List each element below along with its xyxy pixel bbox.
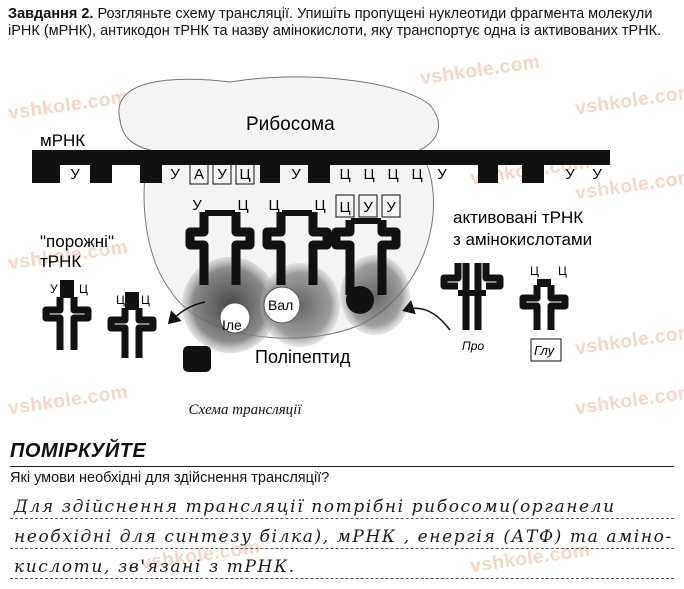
answer-box xyxy=(358,194,378,218)
anticodon-nucleotide: Ц xyxy=(314,197,325,214)
answer-line xyxy=(10,518,674,519)
ribosome-shade xyxy=(340,255,410,335)
active-trna-label: активовані тРНК xyxy=(453,208,583,227)
anticodon-nucleotide: Ц xyxy=(339,199,350,216)
empty-trna-label: "порожні" xyxy=(40,232,114,251)
anticodon-nucleotide: У xyxy=(363,199,373,216)
mrna-nucleotide: У xyxy=(70,166,80,183)
amino-pro-label: Про xyxy=(462,339,484,353)
answer-box xyxy=(381,194,401,218)
mrna-nucleotide: А xyxy=(194,166,204,183)
think-heading: ПОМІРКУЙТЕ xyxy=(10,440,147,462)
polypeptide-start xyxy=(183,346,211,372)
answer-text: кислоти, зв'язані з тРНК. xyxy=(14,557,296,577)
active-trna-label: з амінокислотами xyxy=(453,230,592,249)
empty-trna xyxy=(42,297,92,350)
empty-trna-nucleotide: У xyxy=(50,282,58,296)
mrna-nucleotide: Ц xyxy=(387,166,398,183)
answer-text: Для здійснення трансляції потрібні рибос… xyxy=(14,497,616,517)
empty-trna xyxy=(107,308,157,358)
amino-acid-val xyxy=(263,286,301,324)
mrna-label: мРНК xyxy=(40,131,85,150)
mrna-nucleotide: У xyxy=(170,166,180,183)
active-trna xyxy=(440,263,504,330)
anticodon-nucleotide: У xyxy=(192,197,202,214)
empty-trna-label: тРНК xyxy=(40,252,81,271)
answer-text: необхідні для синтезу білка), мРНК , ене… xyxy=(14,527,673,547)
anticodon-nucleotide: Ц xyxy=(268,197,279,214)
mrna-nucleotide: У xyxy=(291,166,301,183)
mrna-nucleotide: У xyxy=(217,166,227,183)
mrna-strand xyxy=(32,150,610,165)
anticodon-nucleotide: У xyxy=(386,199,396,216)
amino-val-label: Вал xyxy=(268,297,293,313)
trna-in-ribosome xyxy=(331,220,401,295)
answer-box xyxy=(335,194,355,218)
mrna-nucleotide: У xyxy=(592,166,602,183)
active-trna-nucleotide: Ц xyxy=(558,264,567,278)
empty-trna-nucleotide: Ц xyxy=(116,293,125,307)
scheme-caption: Схема трансляції xyxy=(188,402,302,418)
divider xyxy=(10,466,674,467)
answer-line xyxy=(10,578,674,579)
mrna-nucleotide: Ц xyxy=(411,166,422,183)
mrna-nucleotide: У xyxy=(565,166,575,183)
question-text: Які умови необхідні для здійснення транс… xyxy=(10,470,330,486)
arrow-out xyxy=(167,301,206,325)
ribosome-label: Рибосома xyxy=(246,114,335,135)
trna-in-ribosome xyxy=(185,212,255,285)
empty-trna-nucleotide: Ц xyxy=(141,293,150,307)
answer-box xyxy=(235,162,255,185)
mrna-nucleotide: Ц xyxy=(339,166,350,183)
amino-acid-ile xyxy=(219,302,251,334)
amino-acid-growing xyxy=(346,286,374,314)
active-trna xyxy=(519,285,569,330)
empty-trna-nucleotide: Ц xyxy=(79,282,88,296)
amino-ile-label: Іле xyxy=(222,317,242,333)
mrna-teeth xyxy=(32,165,544,183)
mrna-nucleotide: Ц xyxy=(239,166,250,183)
mrna-nucleotide: Ц xyxy=(363,166,374,183)
amino-glu-label: Глу xyxy=(534,343,556,358)
task-number: Завдання 2. xyxy=(8,6,94,22)
arrow-in xyxy=(402,300,451,331)
trna-in-ribosome xyxy=(262,212,332,285)
anticodon-nucleotide: Ц xyxy=(237,197,248,214)
task-description: Розгляньте схему трансляції. Упишіть про… xyxy=(8,6,662,39)
answer-box xyxy=(530,338,562,362)
translation-scheme: Рибосома мРНК У У А У Ц У Ц Ц Ц Ц У У У xyxy=(32,76,610,372)
answer-box xyxy=(189,162,209,185)
task-text: Завдання 2. Розгляньте схему трансляції.… xyxy=(8,6,676,40)
polypeptide-label: Поліпептид xyxy=(255,347,351,367)
answer-box xyxy=(212,162,232,185)
mrna-nucleotide: У xyxy=(437,166,447,183)
active-trna-nucleotide: Ц xyxy=(530,264,539,278)
answer-line xyxy=(10,548,674,549)
